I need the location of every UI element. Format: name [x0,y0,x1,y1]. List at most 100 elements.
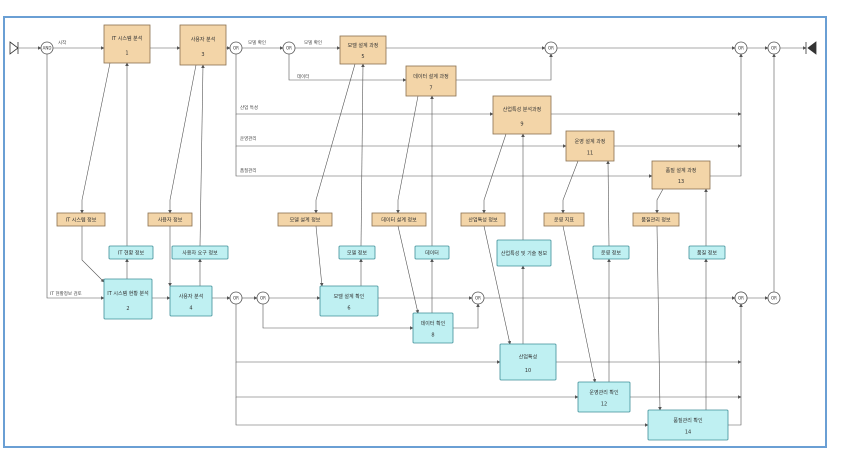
process-box-p4[interactable]: 데이터 설계 과정 7 [405,65,457,97]
node-number: 1 [125,51,128,57]
junction-label: OR [233,296,239,301]
node-number: 3 [201,52,204,58]
junction-j10: OR [767,291,781,305]
junction-label: OR [771,296,777,301]
node-label: 사용자 분석 [191,36,216,43]
node-number: 14 [685,429,691,435]
process-box-t3[interactable]: 모델 설계 정보 [277,212,333,227]
junction-label: OR [260,296,266,301]
process-box-p2[interactable]: 사용자 분석 3 [179,24,227,66]
data-box-d7[interactable]: 품질관리 확인 14 [647,409,729,441]
process-box-t4[interactable]: 데이터 설계 정보 [371,212,427,227]
node-label: 품질관리 확인 [673,417,703,424]
process-box-t2[interactable]: 사용자 정보 [147,212,193,227]
node-number: 4 [189,305,192,311]
node-label: IT 시스템 분석 [112,35,143,42]
node-label: 운영 설계 과정 [575,138,606,145]
edge-label: 산업 특성 [240,104,258,111]
node-label: 사용자 분석 [179,293,204,300]
junction-label: AND [43,46,52,51]
data-box-d1[interactable]: IT 시스템 현황 분석 2 [103,278,153,320]
process-box-p7[interactable]: 품질 설계 과정 13 [651,160,711,190]
start-terminal [9,41,19,55]
node-label: IT 시스템 정보 [66,216,97,223]
junction-j8: OR [471,291,485,305]
edge-label: 운영관리 [240,135,257,142]
data-box-c2[interactable]: 사용자 요구 정보 [171,245,229,260]
node-label: 산업특성 정보 [468,216,498,223]
data-box-d6[interactable]: 운영관리 확인 12 [577,381,631,413]
end-terminal [805,41,817,55]
terminals [9,41,817,55]
edge-label: IT 현황정보 검토 [50,290,82,297]
node-label: 사용자 요구 정보 [182,249,218,256]
junction-j7: OR [256,291,270,305]
junction-label: OR [548,46,554,51]
node-number: 2 [126,306,129,312]
junctions: ANDOROROROROROROROROROROR [40,41,781,305]
junction-label: OR [738,296,744,301]
process-box-t7[interactable]: 품질관리 정보 [632,212,680,227]
node-label: 품질 정보 [697,249,717,256]
process-box-p6[interactable]: 운영 설계 과정 11 [565,130,615,162]
node-label: 운영 지표 [554,216,574,223]
junction-j11: OR [734,291,748,305]
edge-label: 데이터 [297,73,309,80]
node-number: 8 [431,332,434,338]
node-label: 운영관리 확인 [589,389,619,396]
node-number: 7 [429,85,432,91]
edge-label: 품질관리 [240,167,257,174]
data-box-d3[interactable]: 모델 설계 확인 6 [319,285,379,317]
junction-label: OR [738,46,744,51]
node-label: 모델 설계 정보 [290,216,321,223]
process-box-t6[interactable]: 운영 지표 [543,212,585,227]
node-number: 11 [587,150,593,156]
junction-j2: OR [282,41,296,55]
junction-label: OR [286,46,292,51]
node-label: 운영 정보 [601,249,621,256]
junction-j6: OR [229,291,243,305]
data-box-d4[interactable]: 데이터 확인8 [412,312,454,344]
process-box-t1[interactable]: IT 시스템 정보 [56,212,106,227]
junction-j3: OR [544,41,558,55]
node-label: 데이터 설계 과정 [413,73,448,80]
junction-label: OR [771,46,777,51]
node-number: 12 [601,401,607,407]
edge-label: 시작 [58,39,66,46]
node-number: 9 [520,122,523,128]
data-box-c1[interactable]: IT 현황 정보 [108,245,154,260]
data-box-c4[interactable]: 데이터 [414,245,450,260]
junction-label: OR [475,296,481,301]
node-label: 품질관리 정보 [641,216,671,223]
junction-j0: AND [40,41,54,55]
node-label: IT 시스템 현황 분석 [107,290,149,297]
diagram-nodes: IT 시스템 분석 1 사용자 분석 3 모델 설계 과정 5 데이터 설계 과정 7 산업특성… [56,24,729,441]
node-number: 13 [678,179,684,185]
node-number: 6 [347,305,350,311]
process-box-t5[interactable]: 산업특성 정보 [460,212,506,227]
node-number: 10 [525,368,531,374]
data-box-c3[interactable]: 모델 정보 [338,245,376,260]
node-label: 모델 설계 과정 [348,42,379,49]
node-label: 데이터 [425,249,439,256]
junction-j5: OR [767,41,781,55]
data-box-c5[interactable]: 산업특성 및 기술 정보 [496,239,552,267]
edge-label: 모델 확인 [248,39,266,46]
node-label: 모델 정보 [347,249,367,256]
node-label: 품질 설계 과정 [666,167,697,174]
junction-j1: OR [229,41,243,55]
node-number: 5 [361,54,364,60]
node-label: 모델 설계 확인 [334,293,365,300]
data-box-d2[interactable]: 사용자 분석 4 [169,285,213,317]
junction-label: OR [233,46,239,51]
node-label: 사용자 정보 [158,216,183,223]
node-label: 산업특성 및 기술 정보 [501,250,548,257]
process-box-p1[interactable]: IT 시스템 분석 1 [103,24,151,64]
data-box-c7[interactable]: 품질 정보 [688,245,726,260]
process-box-p3[interactable]: 모델 설계 과정 5 [339,35,387,65]
data-box-c6[interactable]: 운영 정보 [592,245,630,260]
